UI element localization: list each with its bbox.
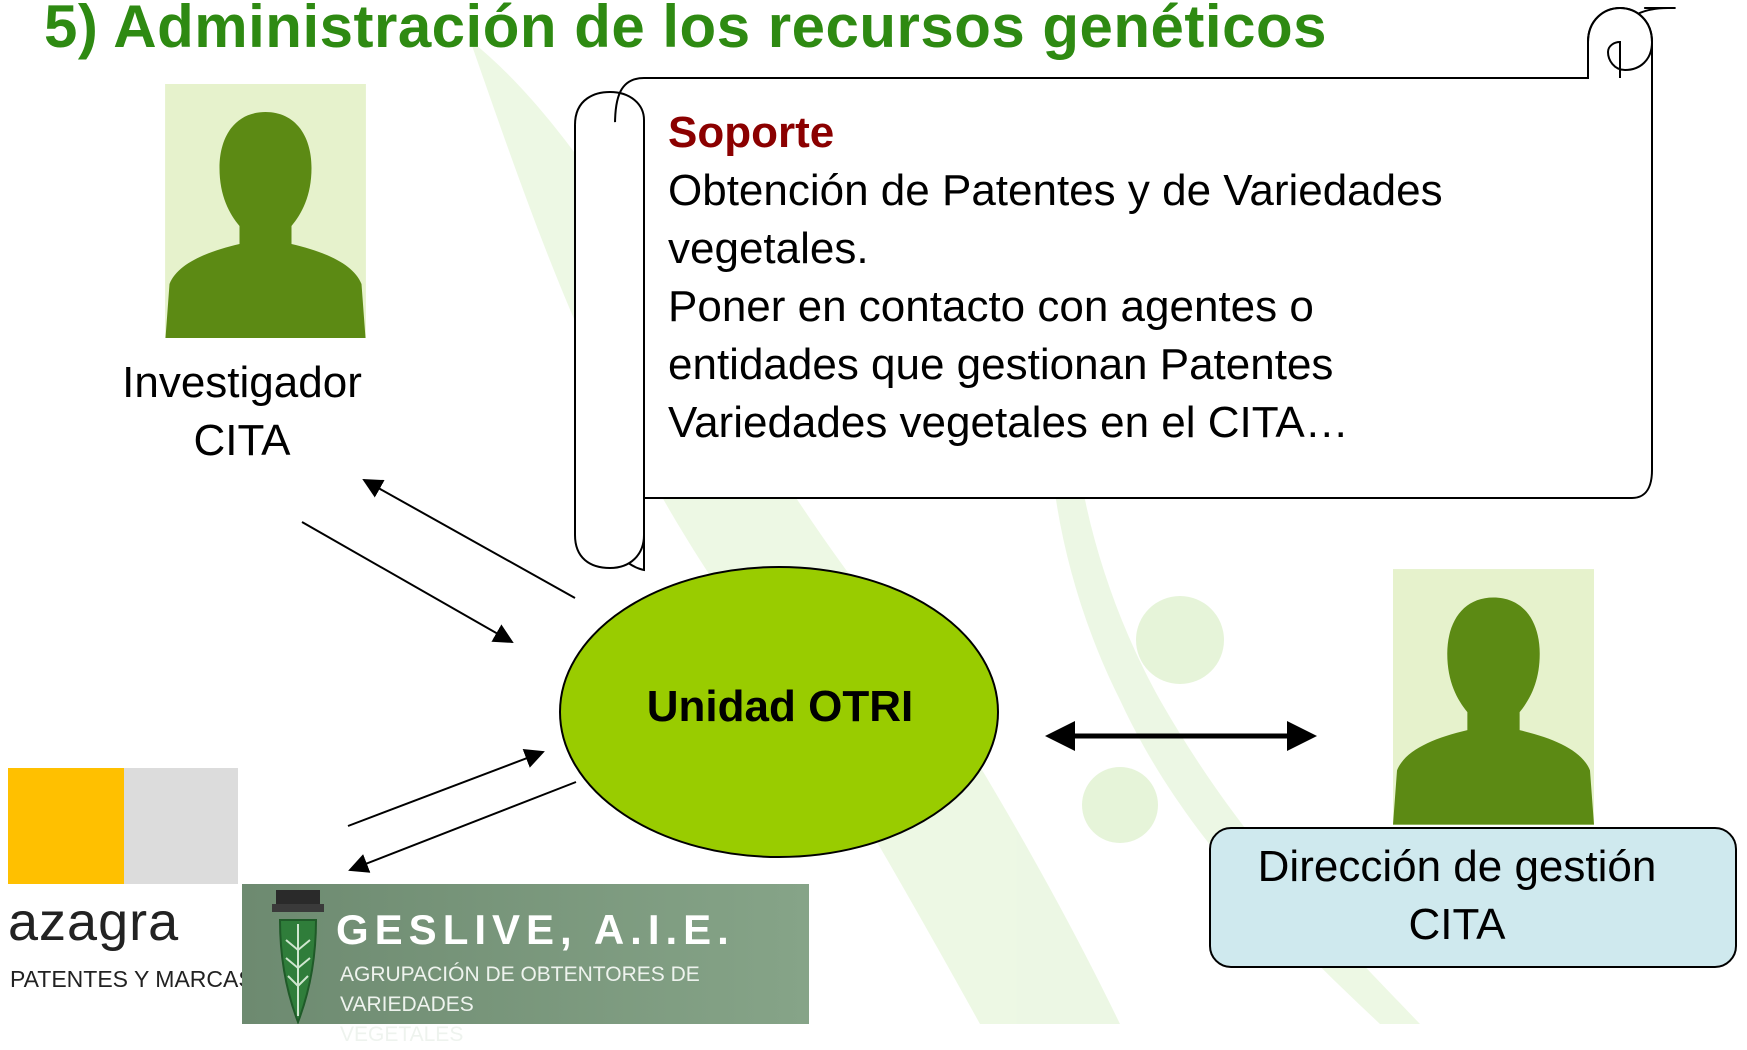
azagra-yellow-block xyxy=(8,768,124,884)
otri-label: Unidad OTRI xyxy=(646,682,914,731)
arrow-investigador-to-otri xyxy=(301,521,514,643)
geslive-subtitle: AGRUPACIÓN DE OBTENTORES DE VARIEDADES V… xyxy=(340,960,810,1050)
investigador-avatar xyxy=(165,84,366,338)
direccion-label: Dirección de gestión CITA xyxy=(1209,838,1705,954)
geslive-subtitle-line1: AGRUPACIÓN DE OBTENTORES DE VARIEDADES xyxy=(340,963,700,1016)
diagram-canvas xyxy=(8,6,1676,1024)
arrow-otri-to-logos xyxy=(348,781,577,873)
geslive-logo xyxy=(242,884,809,1024)
person-silhouette-icon xyxy=(165,84,366,338)
investigador-line2: CITA xyxy=(193,416,291,465)
otri-ellipse xyxy=(559,566,999,858)
direccion-line2: CITA xyxy=(1408,900,1506,949)
arrow-otri-to-investigador xyxy=(362,479,576,599)
soporte-line: vegetales. xyxy=(668,224,869,273)
connectors xyxy=(301,479,1317,873)
investigador-label: Investigador CITA xyxy=(92,354,392,470)
direccion-box xyxy=(1209,827,1737,968)
direccion-line1: Dirección de gestión xyxy=(1257,842,1657,891)
soporte-scroll xyxy=(574,6,1676,572)
direccion-avatar xyxy=(1393,569,1594,825)
soporte-line: entidades que gestionan Patentes xyxy=(668,340,1334,389)
soporte-line: Poner en contacto con agentes o xyxy=(668,282,1314,331)
page-title: 5) Administración de los recursos genéti… xyxy=(44,0,1327,60)
geslive-name: GESLIVE, A.I.E. xyxy=(336,906,735,953)
arrow-logos-to-otri xyxy=(347,749,545,827)
geslive-subtitle-line2: VEGETALES xyxy=(340,1023,464,1046)
soporte-heading: Soporte xyxy=(668,108,835,157)
person-silhouette-icon xyxy=(1393,569,1594,825)
investigador-line1: Investigador xyxy=(122,358,362,407)
pen-nib-icon xyxy=(272,890,324,1024)
azagra-gray-block xyxy=(124,768,238,884)
soporte-line: Obtención de Patentes y de Variedades xyxy=(668,166,1443,215)
azagra-subtitle: PATENTES Y MARCAS xyxy=(10,966,254,992)
soporte-text: Soporte Obtención de Patentes y de Varie… xyxy=(668,104,1528,452)
azagra-logo: azagra xyxy=(8,892,180,952)
soporte-line: Variedades vegetales en el CITA… xyxy=(668,398,1349,447)
